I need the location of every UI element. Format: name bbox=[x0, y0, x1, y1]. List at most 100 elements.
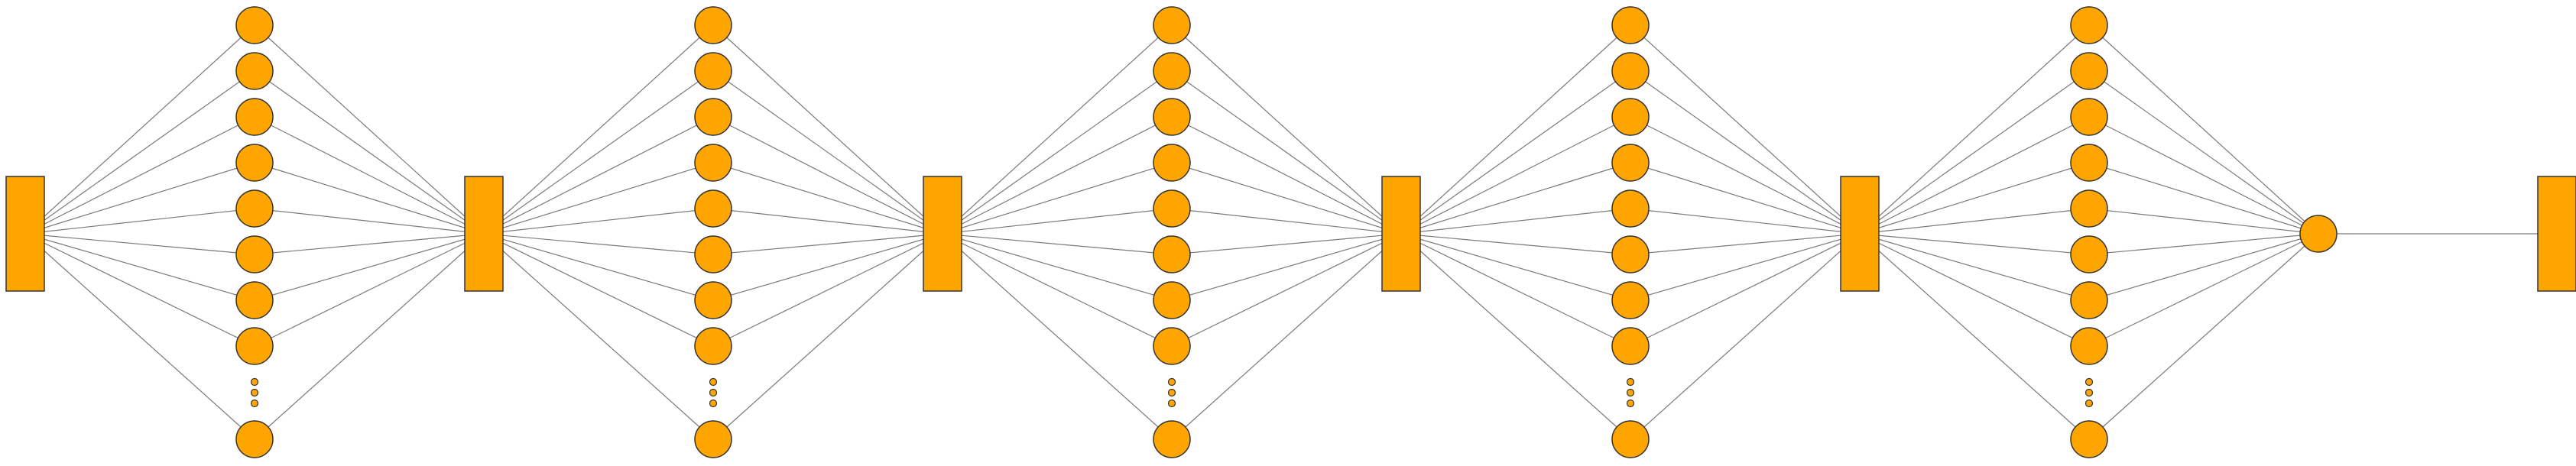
neuron bbox=[1153, 144, 1191, 182]
connection-line bbox=[24, 70, 255, 235]
connection-line bbox=[712, 116, 943, 235]
ellipsis-dot bbox=[2084, 377, 2094, 387]
neuron bbox=[694, 189, 732, 228]
connection-line bbox=[1859, 116, 2090, 235]
neuron bbox=[1153, 189, 1191, 228]
ellipsis-dot bbox=[1626, 388, 1635, 397]
ellipsis-dot bbox=[250, 377, 259, 387]
connection-line bbox=[942, 116, 1173, 235]
connection-line bbox=[24, 162, 255, 235]
connection-line bbox=[1400, 233, 1631, 301]
ellipsis-dot bbox=[709, 388, 718, 397]
neuron bbox=[2070, 281, 2108, 319]
connection-line bbox=[942, 233, 1173, 440]
connection-line bbox=[2088, 116, 2319, 235]
connection-line bbox=[254, 233, 485, 301]
connection-line bbox=[1171, 70, 1402, 235]
connection-line bbox=[254, 208, 485, 235]
connection-line bbox=[2088, 233, 2319, 347]
connection-line bbox=[942, 162, 1173, 235]
connection-line bbox=[254, 116, 485, 235]
connection-line bbox=[1630, 208, 1861, 235]
connection-line bbox=[1171, 208, 1402, 235]
layer-block bbox=[1840, 176, 1880, 292]
layer-block bbox=[5, 176, 45, 292]
neuron bbox=[1153, 235, 1191, 273]
connection-line bbox=[483, 233, 714, 440]
connection-line bbox=[254, 233, 485, 255]
connection-line bbox=[1630, 24, 1861, 235]
neuron bbox=[235, 281, 274, 319]
network-nodes bbox=[5, 6, 2576, 458]
connection-line bbox=[24, 116, 255, 235]
connection-line bbox=[1171, 233, 1402, 440]
neuron bbox=[2070, 98, 2108, 136]
neuron bbox=[694, 52, 732, 90]
connection-line bbox=[1859, 162, 2090, 235]
neuron bbox=[235, 327, 274, 365]
neuron bbox=[1611, 235, 1650, 273]
ellipsis-dot bbox=[709, 399, 718, 408]
connection-line bbox=[483, 233, 714, 301]
connection-line bbox=[1171, 116, 1402, 235]
connection-line bbox=[1859, 233, 2090, 255]
connection-line bbox=[712, 233, 943, 440]
layer-block bbox=[923, 176, 962, 292]
neuron bbox=[1153, 281, 1191, 319]
neuron bbox=[235, 6, 274, 44]
connection-line bbox=[1859, 233, 2090, 301]
neuron bbox=[235, 189, 274, 228]
neuron bbox=[694, 281, 732, 319]
neuron bbox=[2070, 144, 2108, 182]
connection-line bbox=[1400, 233, 1631, 440]
connection-lines bbox=[24, 24, 2557, 440]
neuron bbox=[235, 98, 274, 136]
connection-line bbox=[712, 233, 943, 301]
connection-line bbox=[1400, 233, 1631, 347]
neuron bbox=[694, 327, 732, 365]
neuron bbox=[1153, 52, 1191, 90]
connection-line bbox=[1630, 116, 1861, 235]
connection-line bbox=[1630, 233, 1861, 347]
neuron bbox=[1611, 420, 1650, 458]
connection-line bbox=[2088, 233, 2319, 301]
neuron bbox=[1153, 327, 1191, 365]
connection-line bbox=[483, 24, 714, 235]
ellipsis-dot bbox=[1626, 399, 1635, 408]
connection-line bbox=[1171, 24, 1402, 235]
connection-line bbox=[2088, 233, 2319, 255]
connection-line bbox=[712, 162, 943, 235]
ellipsis-dot bbox=[709, 377, 718, 387]
connection-line bbox=[942, 24, 1173, 235]
connection-line bbox=[483, 208, 714, 235]
connection-line bbox=[942, 70, 1173, 235]
connection-line bbox=[2088, 24, 2319, 235]
connection-line bbox=[483, 233, 714, 347]
connection-line bbox=[712, 233, 943, 347]
neuron bbox=[235, 420, 274, 458]
connection-line bbox=[942, 208, 1173, 235]
neuron bbox=[1153, 420, 1191, 458]
neuron bbox=[2070, 189, 2108, 228]
connection-line bbox=[1859, 208, 2090, 235]
connection-line bbox=[254, 233, 485, 347]
neuron bbox=[694, 144, 732, 182]
neuron bbox=[1611, 98, 1650, 136]
connection-line bbox=[1171, 162, 1402, 235]
connection-line bbox=[1400, 233, 1631, 255]
neuron bbox=[2070, 235, 2108, 273]
neuron bbox=[1611, 281, 1650, 319]
neuron bbox=[1611, 52, 1650, 90]
connection-line bbox=[1859, 233, 2090, 347]
connection-line bbox=[483, 233, 714, 255]
layer-block bbox=[1381, 176, 1421, 292]
connection-line bbox=[254, 233, 485, 440]
connection-line bbox=[483, 116, 714, 235]
connection-line bbox=[1630, 233, 1861, 301]
ellipsis-dot bbox=[1167, 377, 1176, 387]
connection-line bbox=[24, 208, 255, 235]
connection-line bbox=[24, 233, 255, 440]
ellipsis-dot bbox=[250, 388, 259, 397]
connection-line bbox=[712, 70, 943, 235]
